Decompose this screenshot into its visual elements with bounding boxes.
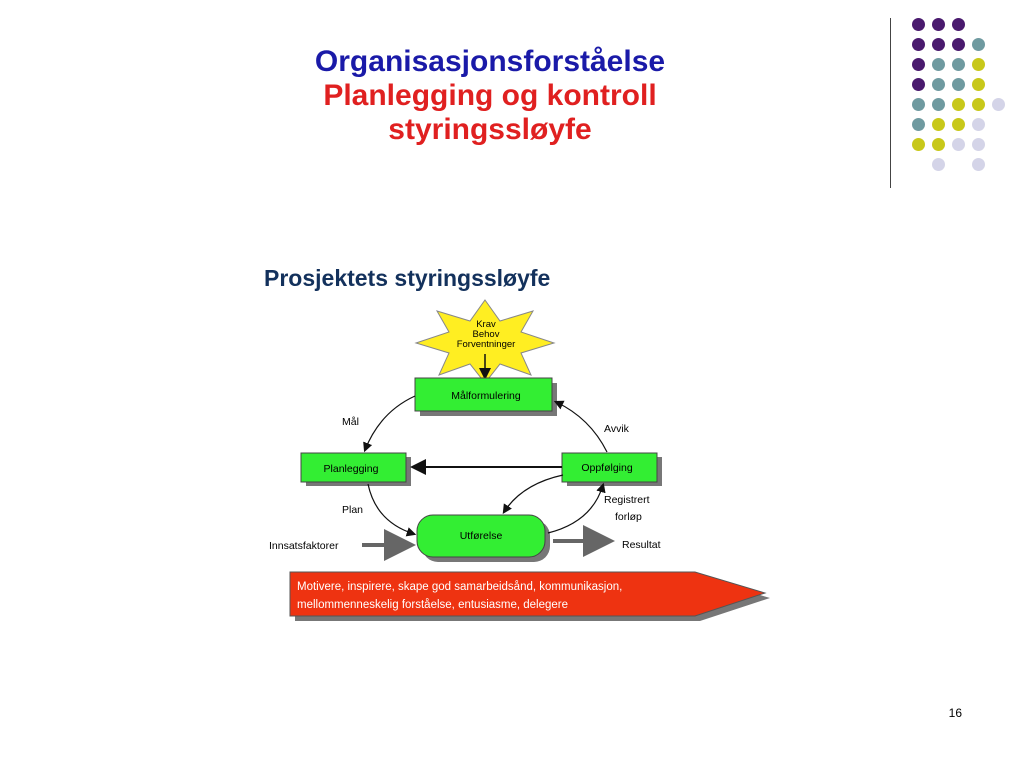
decorative-dot bbox=[972, 58, 985, 71]
arrow-oppfolging-to-utforelse bbox=[502, 474, 564, 515]
decorative-dot bbox=[912, 118, 925, 131]
decorative-dot bbox=[972, 138, 985, 151]
decorative-dot bbox=[932, 98, 945, 111]
decorative-dot bbox=[912, 138, 925, 151]
decorative-dot bbox=[952, 38, 965, 51]
arrow-utforelse-to-oppfolging bbox=[547, 482, 606, 534]
label-plan: Plan bbox=[342, 504, 363, 516]
decorative-dot bbox=[972, 98, 985, 111]
decorative-dot bbox=[912, 58, 925, 71]
label-mal: Mål bbox=[342, 416, 359, 428]
title-organisasjonsforstaelse: Organisasjonsforståelse bbox=[314, 45, 666, 78]
banner-text-line1: Motivere, inspirere, skape god samarbeid… bbox=[297, 581, 622, 593]
title-planlegging-og-kontroll: Planlegging og kontroll bbox=[323, 79, 657, 112]
box-oppfolging-label: Oppfølging bbox=[581, 462, 633, 474]
decorative-dot bbox=[952, 18, 965, 31]
label-resultat: Resultat bbox=[622, 539, 661, 551]
arrow-planlegging-to-utforelse bbox=[367, 483, 417, 537]
decorative-dot bbox=[912, 38, 925, 51]
decorative-dot bbox=[972, 78, 985, 91]
decorative-dot bbox=[932, 78, 945, 91]
decorative-dot bbox=[932, 118, 945, 131]
decorative-dot bbox=[992, 98, 1005, 111]
decorative-dot bbox=[932, 38, 945, 51]
label-forlop: forløp bbox=[615, 511, 642, 523]
box-planlegging bbox=[300, 452, 407, 483]
arrow-malformulering-to-planlegging bbox=[363, 395, 416, 453]
page-number: 16 bbox=[948, 706, 962, 720]
star-label-behov: Behov bbox=[473, 329, 500, 340]
decorative-dot bbox=[952, 58, 965, 71]
arrow-oppfolging-to-malformulering bbox=[553, 400, 608, 453]
decorative-dot bbox=[932, 158, 945, 171]
decorative-dot bbox=[952, 78, 965, 91]
label-registrert: Registrert bbox=[604, 494, 650, 506]
title-styringssloyfe: styringssløyfe bbox=[388, 113, 592, 146]
decorative-dot bbox=[912, 18, 925, 31]
box-malformulering-label: Målformulering bbox=[451, 390, 521, 402]
banner-text-line2: mellommenneskelig forståelse, entusiasme… bbox=[297, 599, 568, 611]
decorative-dot bbox=[952, 98, 965, 111]
diagram-heading: Prosjektets styringssløyfe bbox=[264, 265, 550, 291]
decorative-dot bbox=[912, 78, 925, 91]
decorative-dot bbox=[912, 98, 925, 111]
banner-arrow bbox=[289, 571, 767, 617]
decorative-divider-line bbox=[890, 18, 891, 188]
star-label-forventninger: Forventninger bbox=[457, 339, 516, 350]
box-utforelse bbox=[416, 514, 546, 558]
box-utforelse-label: Utførelse bbox=[460, 530, 503, 542]
label-innsatsfaktorer: Innsatsfaktorer bbox=[269, 540, 339, 552]
decorative-dot bbox=[932, 18, 945, 31]
box-oppfolging bbox=[561, 452, 658, 483]
decorative-dot bbox=[972, 38, 985, 51]
decorative-dot bbox=[932, 138, 945, 151]
box-malformulering bbox=[414, 377, 553, 412]
decorative-dot bbox=[952, 138, 965, 151]
decorative-dot bbox=[952, 118, 965, 131]
decorative-dot bbox=[972, 158, 985, 171]
decorative-dot bbox=[972, 118, 985, 131]
label-avvik: Avvik bbox=[604, 423, 630, 435]
star-label-krav: Krav bbox=[476, 319, 496, 330]
box-planlegging-label: Planlegging bbox=[324, 463, 379, 475]
decorative-dot bbox=[932, 58, 945, 71]
slide-title: Organisasjonsforståelse Planlegging og k… bbox=[250, 45, 730, 147]
